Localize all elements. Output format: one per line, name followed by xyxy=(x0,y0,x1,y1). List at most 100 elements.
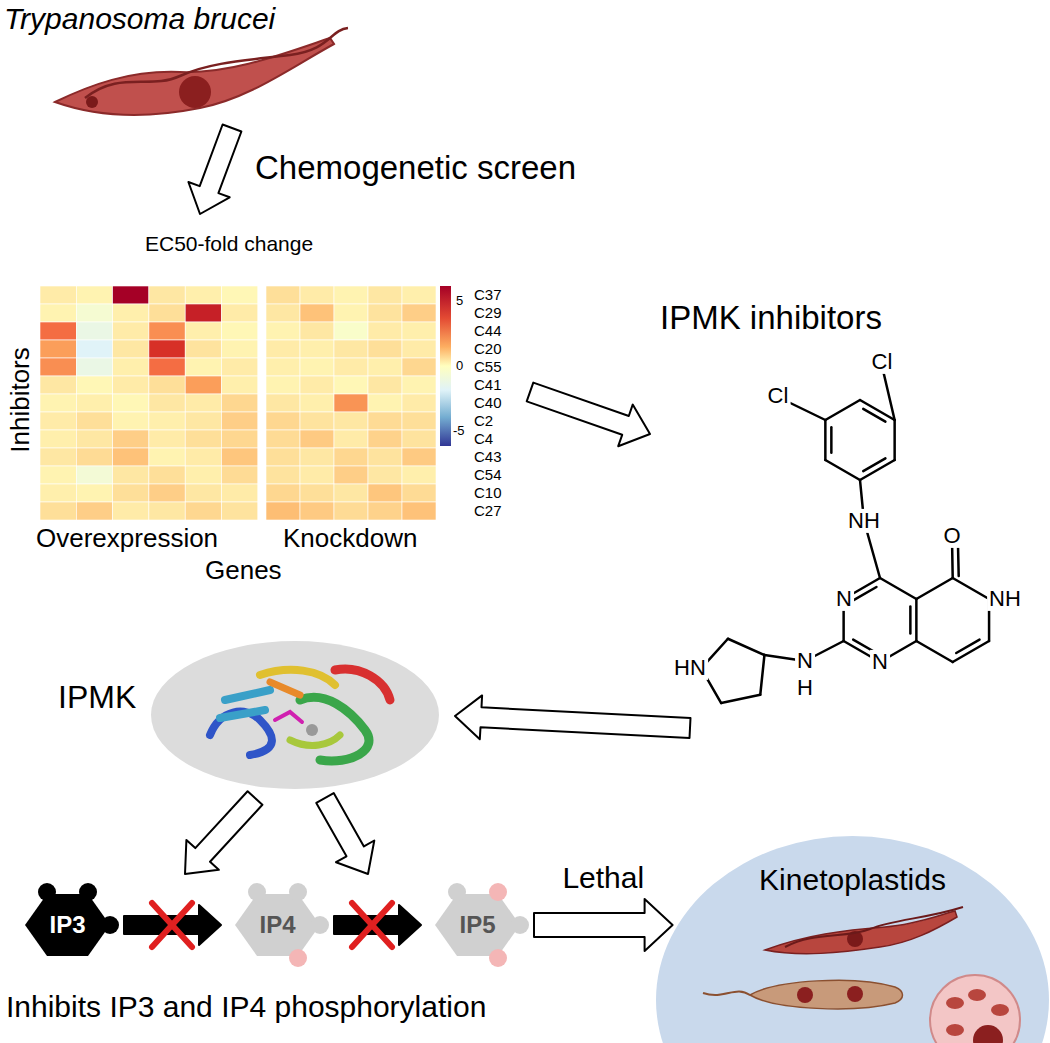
heatmap-cell xyxy=(222,322,258,340)
heatmap-cell xyxy=(222,430,258,448)
bond xyxy=(893,420,896,460)
heatmap-cell xyxy=(266,484,300,502)
phosphate-lobe xyxy=(289,949,307,967)
heatmap-cell xyxy=(113,304,149,322)
heatmap-cell xyxy=(368,358,402,376)
phosphate-lobe xyxy=(289,883,307,901)
atom-label: N xyxy=(795,649,815,673)
heatmap-cell xyxy=(185,394,221,412)
heatmap-cell xyxy=(402,430,436,448)
bond xyxy=(882,366,895,420)
bond xyxy=(909,607,912,634)
heatmap-cell xyxy=(76,376,112,394)
phosphate-lobe xyxy=(448,883,466,901)
heatmap-cell xyxy=(185,340,221,358)
heatmap-cell xyxy=(76,304,112,322)
text-label: -5 xyxy=(453,424,465,438)
row-label: C20 xyxy=(474,341,502,358)
heatmap-cell xyxy=(334,466,368,484)
protein-ribbon xyxy=(270,682,300,695)
row-label: C29 xyxy=(474,305,502,322)
heatmap-cell xyxy=(300,286,334,304)
heatmap-cell xyxy=(40,412,76,430)
phosphate-lobe xyxy=(101,916,119,934)
phosphate-lobe xyxy=(79,883,97,901)
row-label: C40 xyxy=(474,395,502,412)
bond xyxy=(825,460,860,480)
heatmap-cell xyxy=(149,412,185,430)
atom-label: O xyxy=(941,524,962,548)
heatmap-cell xyxy=(222,412,258,430)
heatmap-cell xyxy=(149,322,185,340)
node-text: IP4 xyxy=(225,912,330,938)
heatmap-cell xyxy=(185,412,221,430)
amastigote xyxy=(968,989,986,1001)
heatmap-cell xyxy=(113,448,149,466)
heatmap-cell xyxy=(40,394,76,412)
node-text: IP3 xyxy=(15,912,120,938)
text-label: 5 xyxy=(456,294,463,308)
atom-label: Cl xyxy=(870,350,895,374)
heatmap-cell xyxy=(402,484,436,502)
heatmap-cell xyxy=(334,394,368,412)
phosphate-lobe xyxy=(248,883,266,901)
row-label: C41 xyxy=(474,377,502,394)
heatmap-cell xyxy=(300,340,334,358)
heatmap-cell xyxy=(40,430,76,448)
heatmap-cell xyxy=(149,304,185,322)
heatmap-cell xyxy=(76,430,112,448)
bond xyxy=(853,587,876,600)
bond xyxy=(957,545,960,576)
heatmap-cell xyxy=(334,430,368,448)
heatmap-cell xyxy=(185,502,221,520)
heatmap-cell xyxy=(113,286,149,304)
heatmap-cell xyxy=(266,466,300,484)
heatmap-cell xyxy=(222,466,258,484)
heatmap-cell xyxy=(402,448,436,466)
bond xyxy=(953,578,989,599)
heatmap-cell xyxy=(185,358,221,376)
heatmap-cell xyxy=(266,412,300,430)
heatmap-cell xyxy=(300,430,334,448)
atom-label: H xyxy=(795,676,815,700)
heatmap-cell xyxy=(185,322,221,340)
amastigote xyxy=(946,1024,964,1036)
heatmap-cell xyxy=(149,394,185,412)
nucleus xyxy=(797,987,813,1003)
heatmap-cell xyxy=(222,376,258,394)
heatmap-cell xyxy=(266,322,300,340)
row-label: C10 xyxy=(474,485,502,502)
amastigote xyxy=(991,1004,1009,1016)
heatmap-cell xyxy=(266,448,300,466)
heatmap-cell xyxy=(222,304,258,322)
heatmap xyxy=(40,286,436,520)
heatmap-cell xyxy=(368,286,402,304)
atom-label: N xyxy=(834,587,854,611)
heatmap-cell xyxy=(185,286,221,304)
heatmap-cell xyxy=(334,484,368,502)
heatmap-cell xyxy=(334,358,368,376)
leishmania-illustration xyxy=(750,980,903,1009)
heatmap-cell xyxy=(149,340,185,358)
heatmap-cell xyxy=(368,322,402,340)
heatmap-cell xyxy=(40,358,76,376)
heatmap-cell xyxy=(266,394,300,412)
atom-label: NH xyxy=(987,587,1023,611)
heatmap-cell xyxy=(76,502,112,520)
host-cell xyxy=(930,975,1020,1043)
heatmap-cell xyxy=(76,448,112,466)
heatmap-cell xyxy=(185,466,221,484)
heatmap-cell xyxy=(40,322,76,340)
heatmap-cell xyxy=(266,358,300,376)
heatmap-cell xyxy=(113,358,149,376)
row-label: C27 xyxy=(474,503,502,520)
text-label: Inhibitors xyxy=(6,347,35,453)
nucleus xyxy=(847,986,863,1002)
heatmap-cell xyxy=(266,340,300,358)
heatmap-cell xyxy=(222,448,258,466)
heatmap-cell xyxy=(300,412,334,430)
heatmap-cell xyxy=(300,394,334,412)
heatmap-cell xyxy=(334,340,368,358)
heatmap-cell xyxy=(402,502,436,520)
heatmap-cell xyxy=(185,448,221,466)
